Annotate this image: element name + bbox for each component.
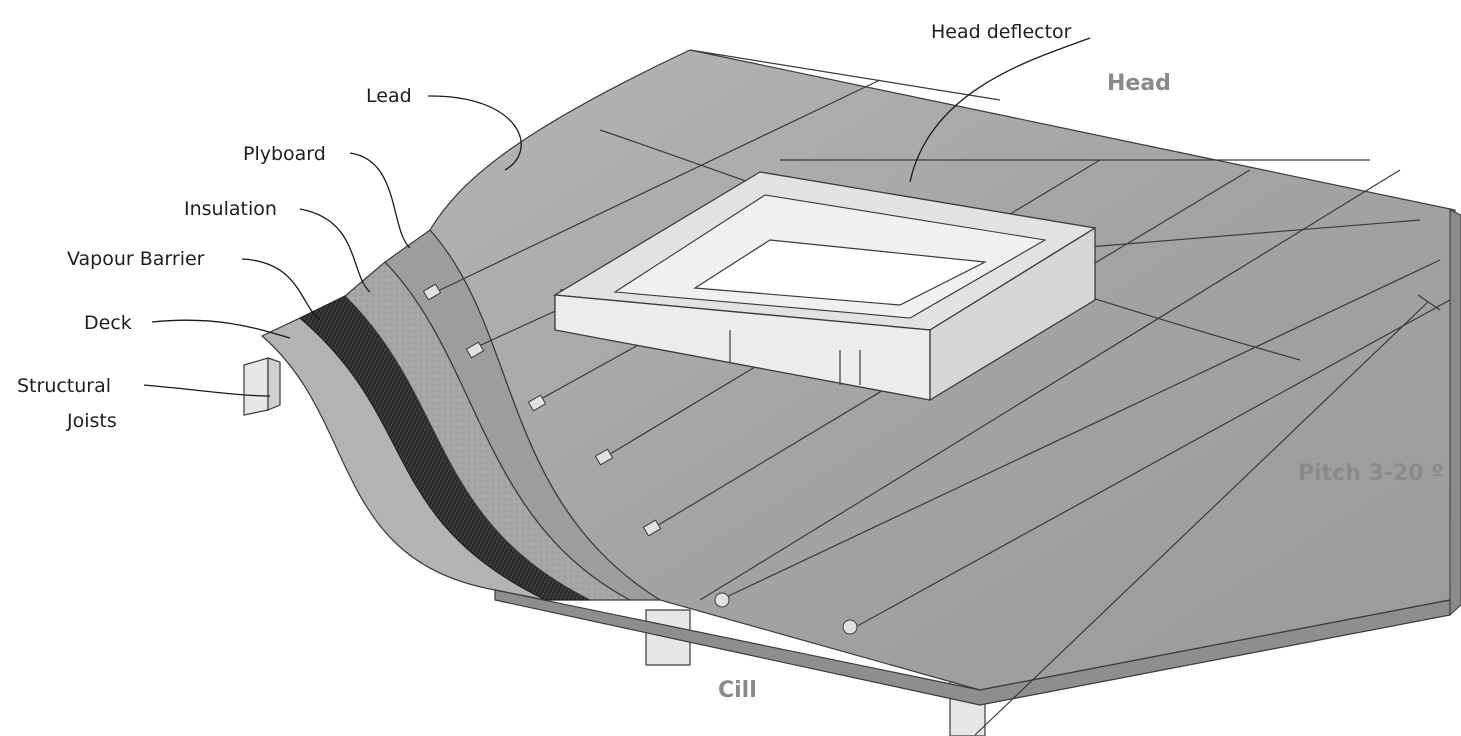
label-structural: Structural bbox=[17, 375, 111, 397]
label-plyboard: Plyboard bbox=[243, 143, 326, 165]
label-insulation: Insulation bbox=[184, 198, 277, 220]
label-vapour-barrier: Vapour Barrier bbox=[67, 248, 205, 270]
rooflight-frame bbox=[552, 171, 1097, 402]
label-joists: Joists bbox=[66, 410, 117, 432]
label-head-deflector: Head deflector bbox=[931, 21, 1072, 43]
label-pitch: Pitch 3-20 º bbox=[1298, 461, 1444, 486]
label-deck: Deck bbox=[84, 312, 132, 334]
label-cill: Cill bbox=[718, 678, 757, 703]
leader-lines bbox=[143, 37, 1091, 397]
label-head: Head bbox=[1107, 71, 1171, 96]
pitch-dimension bbox=[974, 294, 1441, 736]
label-lead: Lead bbox=[366, 85, 412, 107]
